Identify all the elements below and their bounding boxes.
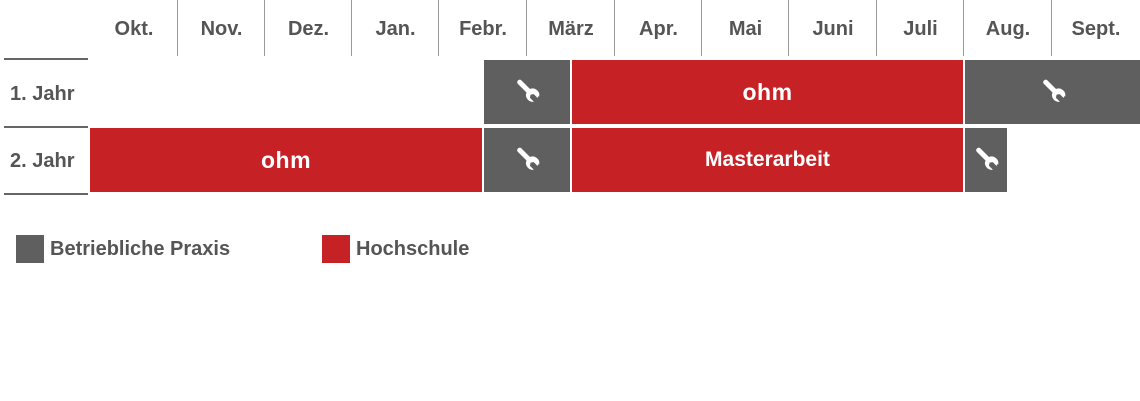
wrench-icon [517,79,540,102]
ohm-logo: ohm [260,146,312,173]
legend-label-hochschule: Hochschule [356,237,470,260]
month-divider [963,0,964,56]
year2-hochschule-october-january: ohm [90,128,482,192]
row-label-year-1: 1. Jahr [10,82,75,105]
study-timeline-chart: Okt. Nov. Dez. Jan. Febr. März Apr. Mai … [0,0,1140,200]
legend-label-praxis: Betriebliche Praxis [50,237,231,260]
month-divider [788,0,789,56]
legend-swatch-praxis [16,235,44,263]
ohm-logo: ohm [742,78,793,105]
row-label-year-2: 2. Jahr [10,149,75,172]
month-header: Okt. [114,17,154,40]
wrench-icon [1042,79,1065,102]
year1-hochschule-march-july: ohm [572,60,963,124]
month-divider [526,0,527,56]
month-header: Sept. [1071,17,1121,40]
year1-praxis-august-september [965,60,1140,124]
row-divider [4,193,88,195]
row-divider [4,58,88,60]
month-header: Nov. [200,17,243,40]
year2-masterarbeit-march-july: Masterarbeit [572,128,963,192]
month-header: Jan. [375,17,416,40]
month-header: Dez. [287,17,330,40]
month-divider [351,0,352,56]
legend-swatch-hochschule [322,235,350,263]
wrench-icon [517,147,540,170]
year2-praxis-february [484,128,570,192]
month-divider [1051,0,1052,56]
wrench-icon [976,147,999,170]
month-header: März [548,17,594,40]
month-header: Juli [903,17,938,40]
year2-praxis-august [965,128,1007,192]
masterarbeit-label: Masterarbeit [705,148,830,171]
month-divider [438,0,439,56]
month-header: Febr. [459,17,507,40]
month-divider [264,0,265,56]
month-divider [701,0,702,56]
month-header: Juni [812,17,854,40]
month-divider [177,0,178,56]
legend-item-praxis: Betriebliche Praxis [16,234,230,264]
month-header: Apr. [639,17,678,40]
month-divider [876,0,877,56]
month-header: Mai [728,17,763,40]
legend-item-hochschule: Hochschule [322,234,469,264]
year1-praxis-february [484,60,570,124]
month-divider [614,0,615,56]
month-header: Aug. [985,17,1031,40]
row-divider [4,126,88,128]
